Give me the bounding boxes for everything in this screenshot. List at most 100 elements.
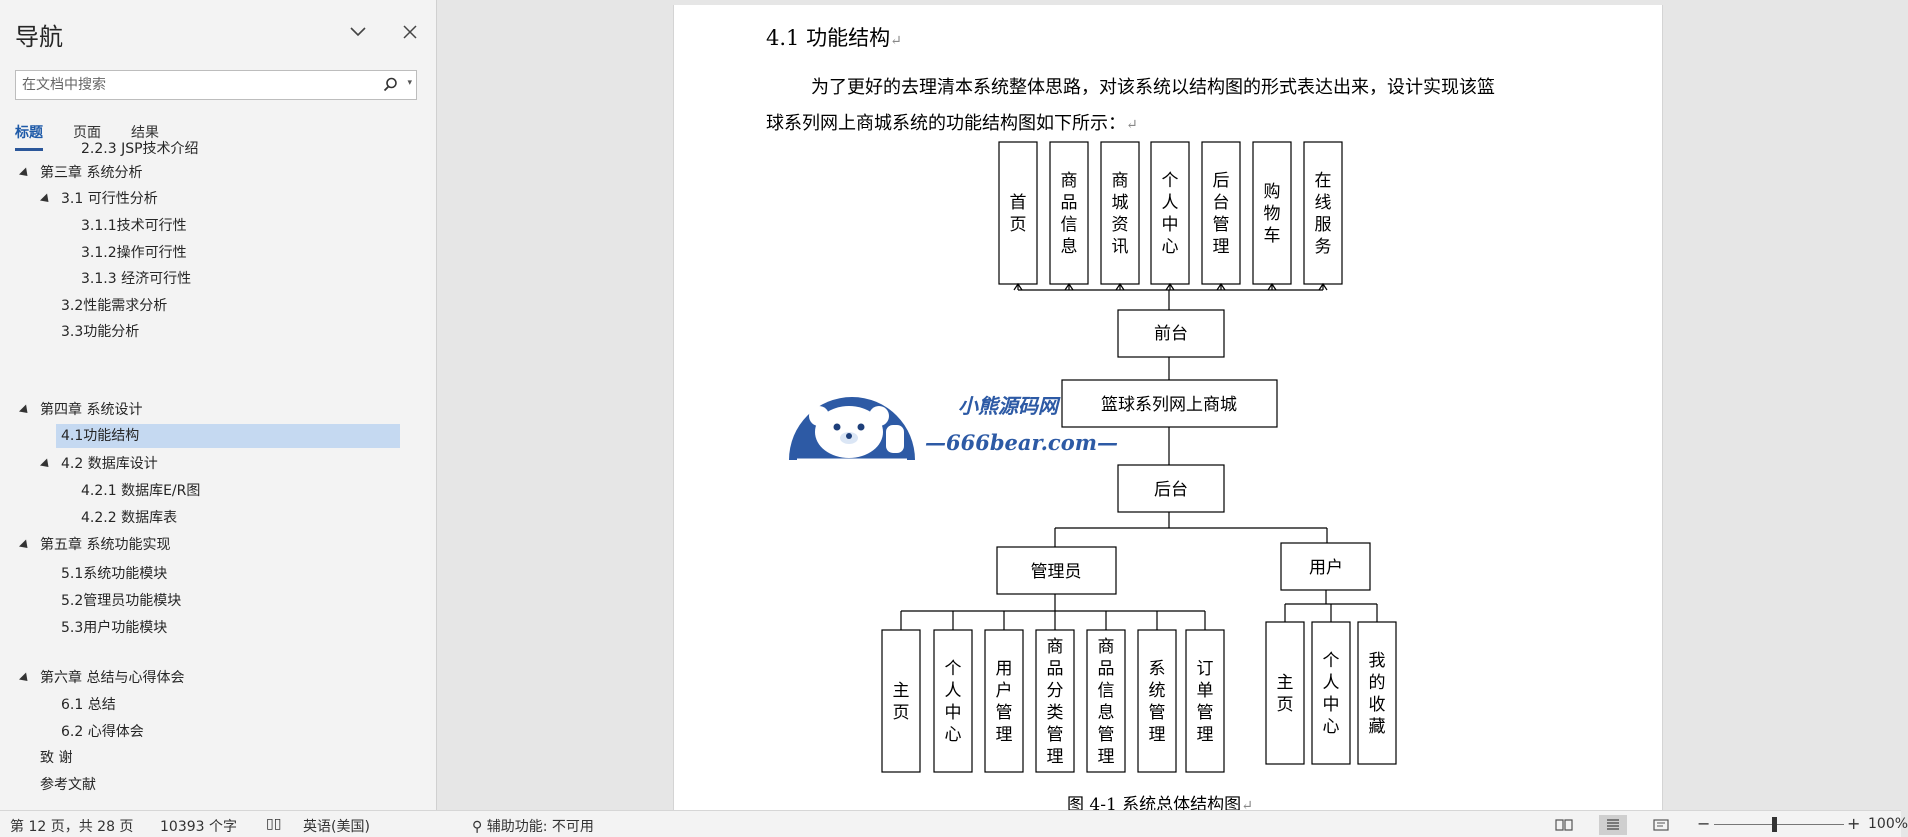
arrow-head (1064, 282, 1074, 291)
search-dropdown-icon[interactable]: ▾ (407, 78, 412, 88)
nav-heading-item[interactable]: 参考文献 (40, 773, 96, 797)
search-input[interactable] (22, 71, 382, 99)
web-layout-button[interactable] (1648, 815, 1676, 835)
admin-module-box (1035, 629, 1075, 773)
nav-heading-item[interactable]: 5.2管理员功能模块 (61, 589, 181, 613)
nav-heading-label: 6.2 心得体会 (61, 724, 144, 740)
nav-heading-item[interactable]: 4.2 数据库设计 (39, 452, 158, 476)
admin-module-box (1185, 629, 1225, 773)
expand-triangle-icon[interactable] (18, 539, 32, 552)
admin-node-label: 管理员 (1031, 562, 1082, 582)
nav-heading-item[interactable]: 5.3用户功能模块 (61, 616, 167, 640)
search-icon[interactable] (383, 77, 398, 92)
zoom-out-button[interactable]: − (1697, 814, 1711, 833)
expand-triangle-icon[interactable] (18, 167, 32, 180)
zoom-in-button[interactable]: + (1847, 814, 1861, 833)
watermark-url: —666bear.com— (925, 430, 1118, 455)
nav-heading-item[interactable]: 3.1 可行性分析 (39, 187, 158, 211)
nav-heading-label: 4.2.1 数据库E/R图 (81, 483, 201, 499)
book-icon (1555, 819, 1573, 831)
nav-heading-item[interactable]: 4.2.1 数据库E/R图 (81, 479, 200, 503)
expand-triangle-icon[interactable] (18, 404, 32, 417)
page-count[interactable]: 第 12 页，共 28 页 (10, 819, 134, 835)
admin-module-box (1137, 629, 1177, 773)
front-module-label: 商城资讯 (1112, 171, 1129, 257)
nav-heading-label: 3.2性能需求分析 (61, 298, 168, 314)
arrow-head (1267, 282, 1277, 291)
expand-triangle-icon[interactable] (39, 458, 53, 471)
expand-triangle-icon[interactable] (39, 193, 53, 206)
admin-module-label: 主页 (893, 681, 910, 723)
search-box: ▾ (15, 70, 417, 100)
nav-heading-item[interactable]: 4.1功能结构 (56, 424, 400, 448)
nav-heading-label: 3.1 可行性分析 (61, 191, 158, 207)
section-heading: 4.1 功能结构↵ (766, 22, 902, 52)
nav-heading-label: 3.1.2操作可行性 (81, 245, 187, 261)
nav-options-button[interactable] (344, 18, 372, 46)
tab-results[interactable]: 结果 (131, 125, 159, 141)
front-module-box (1100, 141, 1140, 285)
user-module-label: 我的收藏 (1369, 651, 1386, 737)
accessibility-text: 辅助功能: 不可用 (486, 819, 594, 835)
nav-heading-item[interactable]: 3.1.3 经济可行性 (81, 267, 191, 291)
nav-close-button[interactable] (396, 18, 424, 46)
bear-logo-icon (789, 397, 915, 462)
front-module-box (1201, 141, 1241, 285)
word-count[interactable]: 10393 个字 (160, 819, 237, 835)
front-module-box (1252, 141, 1292, 285)
front-module-label: 后台管理 (1213, 171, 1230, 257)
user-module-box (1265, 621, 1305, 765)
nav-heading-item[interactable]: 3.1.1技术可行性 (81, 214, 187, 238)
tab-pages[interactable]: 页面 (73, 125, 101, 141)
admin-module-box (984, 629, 1024, 773)
nav-heading-label: 4.2.2 数据库表 (81, 510, 178, 526)
nav-heading-item[interactable]: 6.2 心得体会 (61, 720, 144, 744)
front-module-label: 个人中心 (1162, 171, 1179, 257)
print-layout-button[interactable] (1599, 815, 1627, 835)
expand-triangle-icon[interactable] (18, 672, 32, 685)
nav-heading-item[interactable]: 3.2性能需求分析 (61, 294, 167, 318)
language-indicator[interactable]: 英语(美国) (303, 819, 370, 835)
structure-diagram: 首页商品信息商城资讯个人中心后台管理购物车在线服务前台篮球系列网上商城后台管理员… (881, 141, 1397, 773)
status-bar: 第 12 页，共 28 页 10393 个字 ▯▯ 英语(美国) ⚲ 辅助功能:… (0, 810, 1908, 837)
zoom-slider-thumb[interactable] (1772, 817, 1777, 832)
nav-heading-item[interactable]: 3.3功能分析 (61, 320, 139, 344)
read-mode-button[interactable] (1550, 815, 1578, 835)
nav-heading-item[interactable]: 第四章 系统设计 (18, 398, 142, 422)
user-module-box (1311, 621, 1351, 765)
nav-heading-label: 4.2 数据库设计 (61, 456, 158, 472)
admin-module-box (1086, 629, 1126, 773)
admin-module-label: 个人中心 (945, 659, 962, 745)
accessibility-indicator[interactable]: ⚲ 辅助功能: 不可用 (472, 816, 594, 836)
tab-headings[interactable]: 标题 (15, 122, 43, 151)
nav-heading-item[interactable]: 第三章 系统分析 (18, 161, 143, 185)
paragraph-line-2-text: 球系列网上商城系统的功能结构图如下所示： (766, 113, 1126, 134)
user-module-label: 个人中心 (1323, 651, 1340, 737)
proofing-icon[interactable]: ▯▯ (266, 816, 282, 832)
arrow-head (1216, 282, 1226, 291)
admin-module-label: 系统管理 (1149, 659, 1166, 745)
paragraph-mark-icon: ↵ (1241, 798, 1253, 814)
nav-heading-item[interactable]: 6.1 总结 (61, 693, 116, 717)
front-module-label: 首页 (1010, 193, 1027, 235)
zoom-slider-track[interactable] (1714, 824, 1844, 825)
front-node-box (1117, 309, 1225, 358)
nav-heading-item[interactable]: 致 谢 (40, 746, 72, 770)
nav-heading-item[interactable]: 4.2.2 数据库表 (81, 506, 177, 530)
nav-heading-item[interactable]: 5.1系统功能模块 (61, 562, 167, 586)
front-module-box (998, 141, 1038, 285)
nav-heading-item[interactable]: 2.2.3 JSP技术介绍 (81, 137, 199, 161)
zoom-level[interactable]: 100% (1868, 816, 1908, 832)
nav-heading-label: 第三章 系统分析 (40, 165, 143, 181)
nav-heading-item[interactable]: 3.1.2操作可行性 (81, 241, 187, 265)
admin-module-label: 商品分类管理 (1047, 637, 1064, 767)
admin-module-box (933, 629, 973, 773)
nav-heading-label: 5.3用户功能模块 (61, 620, 168, 636)
nav-heading-item[interactable]: 第六章 总结与心得体会 (18, 666, 184, 690)
user-node-box (1280, 542, 1371, 591)
arrow-head (1013, 282, 1023, 291)
root-node-label: 篮球系列网上商城 (1101, 395, 1237, 415)
back-node-label: 后台 (1154, 480, 1188, 500)
nav-heading-item[interactable]: 第五章 系统功能实现 (18, 533, 170, 557)
document-page[interactable]: 4.1 功能结构↵ 为了更好的去理清本系统整体思路，对该系统以结构图的形式表达出… (673, 5, 1663, 815)
